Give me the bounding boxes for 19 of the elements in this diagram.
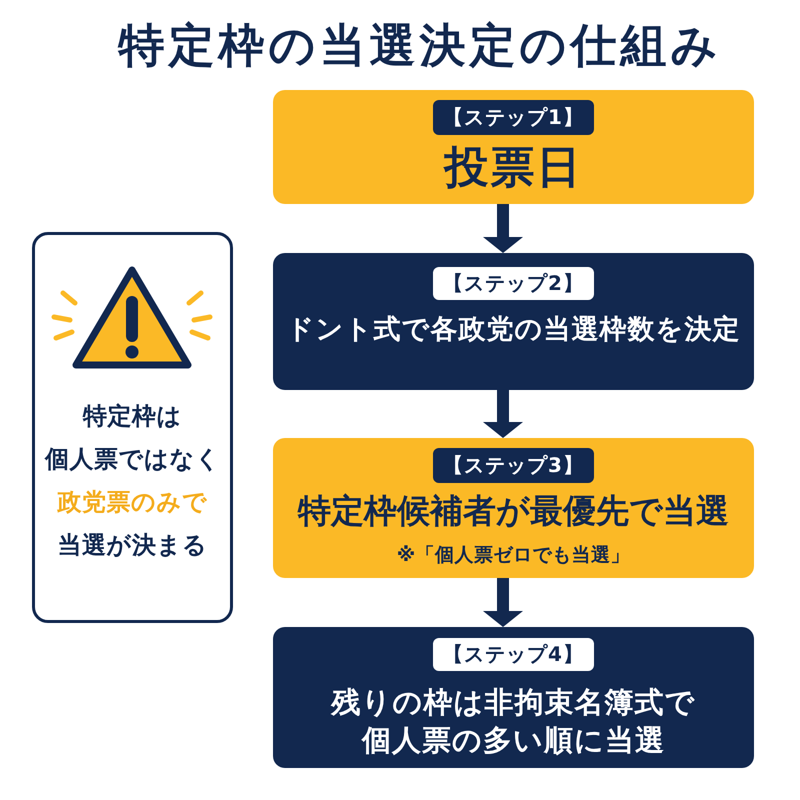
step-label: 【ステップ3】 (433, 448, 594, 483)
step-title: 投票日 (444, 143, 582, 193)
down-arrow (483, 204, 523, 253)
step-box (273, 90, 754, 204)
callout-text: 特定枠は個人票ではなく政党票のみで当選が決まる (43, 401, 222, 561)
step-note: ※「個人票ゼロでも当選」 (396, 543, 630, 568)
step-title: ドント式で各政党の当選枠数を決定 (286, 313, 740, 347)
step-label: 【ステップ2】 (433, 267, 594, 300)
step-box (273, 253, 754, 390)
step-box (273, 627, 754, 768)
step-label: 【ステップ4】 (433, 638, 594, 671)
step-label: 【ステップ1】 (433, 100, 594, 135)
step-title: 特定枠候補者が最優先で当選 (298, 491, 729, 531)
down-arrow (483, 390, 523, 438)
step-title: 残りの枠は非拘束名簿式で個人票の多い順に当選 (330, 684, 696, 759)
down-arrow (483, 578, 523, 627)
step-box (273, 438, 754, 578)
diagram-title: 特定枠の当選決定の仕組み (118, 17, 722, 74)
callout-panel (32, 232, 233, 623)
